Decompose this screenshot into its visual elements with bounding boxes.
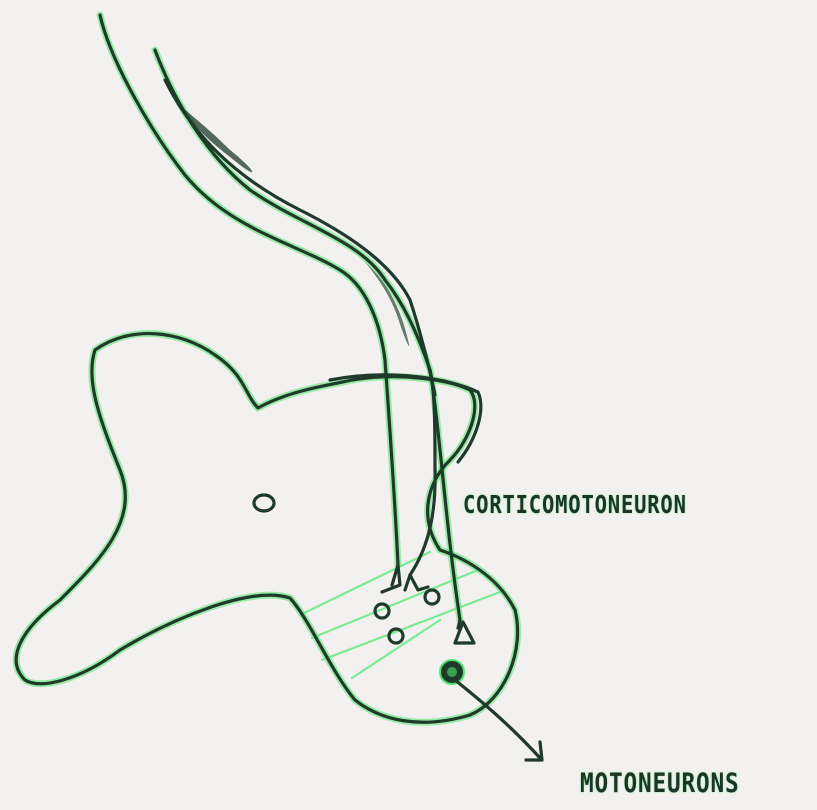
central-canal — [254, 495, 274, 511]
corticomotoneuron-label: CORTICOMOTONEURON — [463, 490, 687, 519]
axon-left — [100, 15, 398, 585]
motoneurons-label: MOTONEURONS — [580, 768, 739, 799]
